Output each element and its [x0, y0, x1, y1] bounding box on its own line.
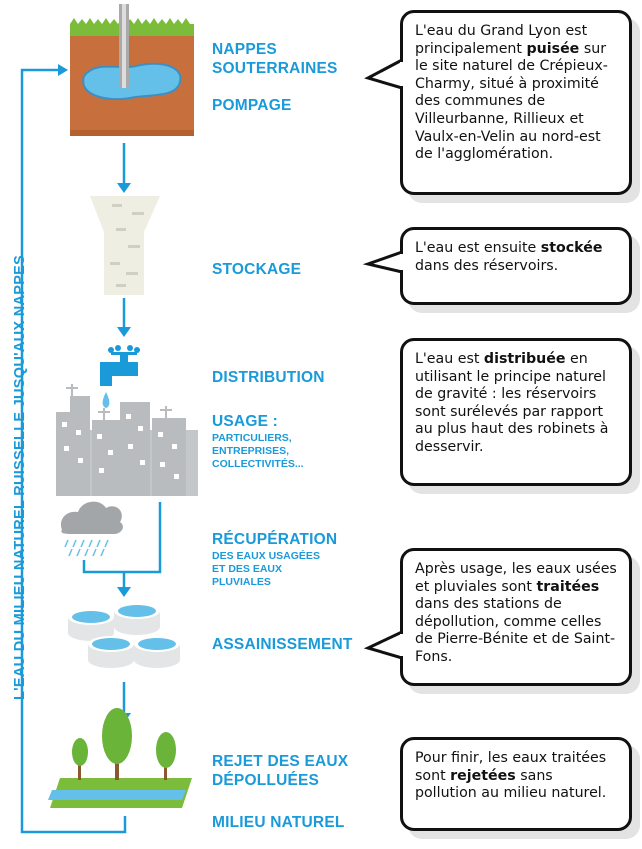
bubble-tails: [362, 57, 404, 661]
bubble-distribution: L'eau est distribuée en utilisant le pri…: [400, 338, 632, 486]
loop-arrow-head: [58, 64, 68, 76]
label-stockage: STOCKAGE: [212, 261, 302, 278]
tail-join-1: [400, 62, 406, 86]
groundwater-illustration: [70, 4, 194, 136]
loop-arrow: [20, 68, 127, 834]
label-distribution: DISTRIBUTION: [212, 369, 325, 386]
label-milieu: MILIEU NATUREL: [212, 814, 345, 831]
collection-arrows: [82, 502, 162, 588]
label-recuperation: RÉCUPÉRATION: [212, 531, 338, 548]
bubble-stockage: L'eau est ensuite stockée dans des réser…: [400, 227, 632, 305]
label-pompage: POMPAGE: [212, 97, 292, 114]
natural-environment-illustration: [48, 708, 192, 808]
bubble-pompage: L'eau du Grand Lyon est principalement p…: [400, 10, 632, 195]
bubble-assainissement: Après usage, les eaux usées et pluviales…: [400, 548, 632, 686]
treatment-basins-illustration: [68, 603, 180, 668]
label-usage: USAGE :: [212, 413, 278, 430]
label-assainissement: ASSAINISSEMENT: [212, 636, 353, 653]
label-rejet: REJET DES EAUX DÉPOLLUÉES: [212, 753, 349, 789]
bubble-rejet: Pour finir, les eaux traitées sont rejet…: [400, 737, 632, 831]
label-recuperation-sub: DES EAUX USAGÉES ET DES EAUX PLUVIALES: [212, 550, 320, 588]
label-nappes: NAPPES SOUTERRAINES: [212, 41, 338, 77]
label-usage-sub: PARTICULIERS, ENTREPRISES, COLLECTIVITÉS…: [212, 432, 304, 470]
tap-illustration: [100, 345, 140, 408]
tail-join-3: [400, 634, 406, 656]
tail-join-2: [400, 254, 406, 270]
city-illustration: [56, 384, 198, 496]
side-label: L'EAU DU MILIEU NATUREL RUISSELLE JUSQU'…: [12, 254, 28, 700]
rain-cloud-illustration: [60, 501, 123, 557]
storage-tower-illustration: [90, 196, 160, 295]
